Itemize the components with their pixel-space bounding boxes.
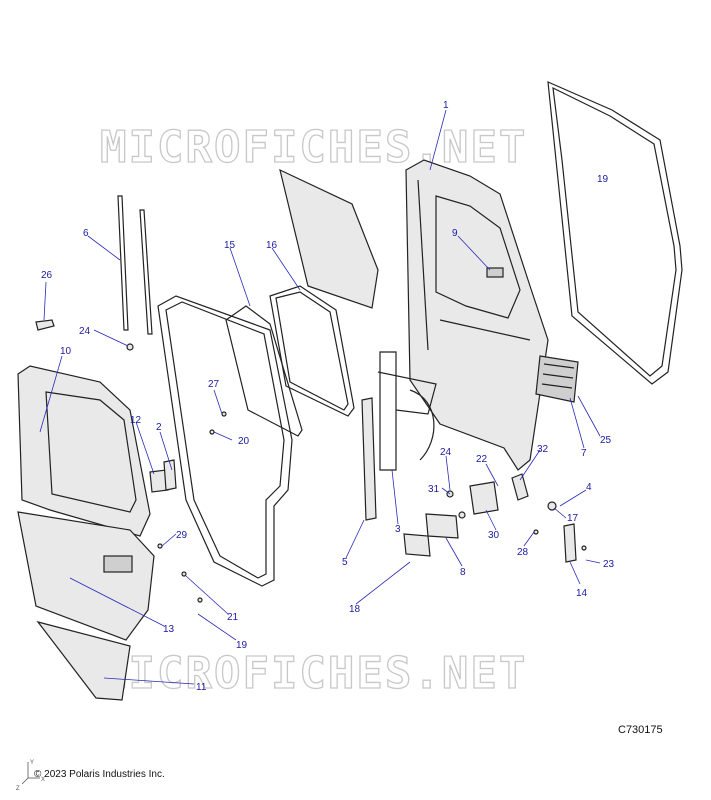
- part-latch: [469, 481, 499, 515]
- part-outside-handle: [425, 513, 459, 539]
- leader-lines: [39, 109, 601, 685]
- callout-25: 25: [600, 435, 612, 446]
- callout-11: 11: [196, 682, 207, 693]
- callout-8: 8: [460, 567, 466, 578]
- part-striker: [563, 523, 577, 563]
- part-window-regulator: [377, 351, 437, 471]
- part-latch-rod: [511, 473, 529, 501]
- callout-30: 30: [488, 530, 500, 541]
- callout-9: 9: [452, 228, 458, 239]
- part-belt-molding: [117, 195, 153, 335]
- callout-31: 31: [428, 484, 440, 495]
- callout-19-right: 19: [597, 174, 609, 185]
- callout-5: 5: [342, 557, 348, 568]
- watermark-top: MICROFICHES.NET: [100, 122, 527, 173]
- part-latch-bracket: [163, 459, 177, 491]
- part-run-channel: [225, 305, 303, 437]
- pocket: [103, 555, 133, 573]
- callout-28: 28: [517, 547, 529, 558]
- axis-z-label: Z: [16, 786, 20, 792]
- callout-26: 26: [41, 270, 53, 281]
- callout-10: 10: [60, 346, 72, 357]
- callout-2: 2: [156, 422, 162, 433]
- figure-code: C730175: [618, 724, 663, 736]
- axis-y-label: Y: [30, 760, 34, 766]
- watermark-bottom: MICROFICHES.NET: [100, 648, 527, 699]
- part-door-seal: [547, 81, 683, 385]
- part-glass-seal: [269, 285, 355, 417]
- callout-16: 16: [266, 240, 278, 251]
- part-lower-trim-panel: [17, 511, 155, 641]
- part-inner-trim: [17, 365, 151, 537]
- callout-32: 32: [537, 444, 549, 455]
- callout-24-left: 24: [79, 326, 91, 337]
- callout-22: 22: [476, 454, 488, 465]
- part-door-frame: [405, 159, 549, 471]
- part-window-glass: [279, 168, 379, 309]
- callout-23: 23: [603, 559, 615, 570]
- callout-18: 18: [349, 604, 361, 615]
- window-sticker: [486, 267, 504, 278]
- callout-17: 17: [567, 513, 579, 524]
- callout-21: 21: [227, 612, 239, 623]
- part-handle-cover: [403, 533, 431, 557]
- callout-13: 13: [163, 624, 175, 635]
- callout-24-right: 24: [440, 447, 452, 458]
- callouts: 1 2 3 4 5 6 7 8 9 10 11 12 13 14 15 16 1…: [41, 100, 615, 693]
- part-kick-panel: [36, 620, 131, 701]
- copyright-text: © 2023 Polaris Industries Inc.: [34, 769, 165, 780]
- callout-27: 27: [208, 379, 220, 390]
- callout-4: 4: [586, 482, 592, 493]
- callout-19-left: 19: [236, 640, 248, 651]
- callout-15: 15: [224, 240, 236, 251]
- callout-14: 14: [576, 588, 588, 599]
- callout-7: 7: [581, 448, 587, 459]
- axis-x-label: X: [41, 777, 45, 783]
- callout-29: 29: [176, 530, 188, 541]
- callout-6: 6: [83, 228, 89, 239]
- part-inner-frame: [157, 295, 293, 587]
- callout-3: 3: [395, 524, 401, 535]
- part-glass-channel: [361, 397, 377, 521]
- callout-12: 12: [130, 415, 142, 426]
- part-grille: [535, 355, 579, 403]
- axis-triad-icon: Y X Z: [16, 760, 45, 792]
- callout-1: 1: [443, 100, 449, 111]
- part-pin: [35, 319, 55, 331]
- callout-20: 20: [238, 436, 250, 447]
